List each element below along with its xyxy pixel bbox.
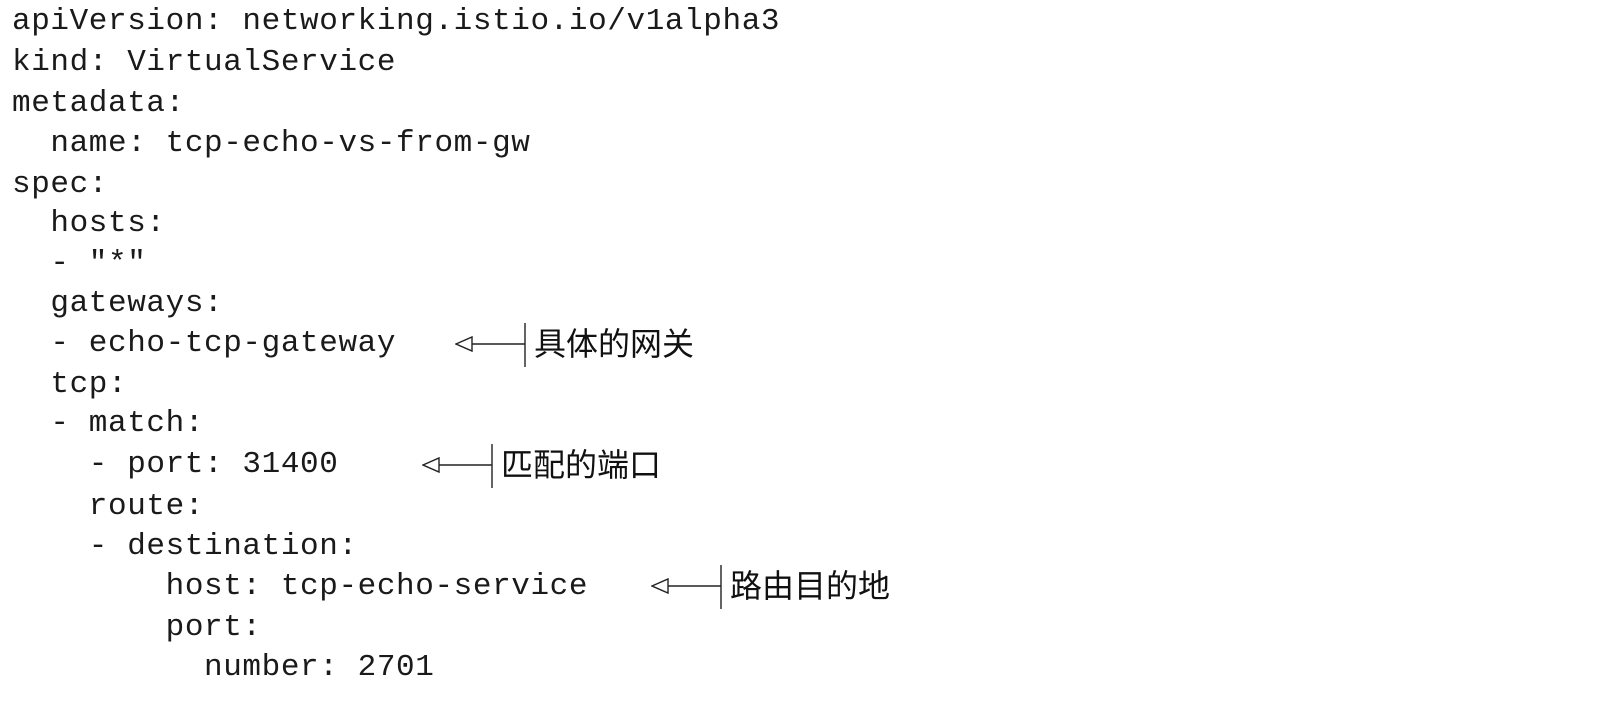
code-line: tcp: — [12, 367, 128, 402]
arrow-left-icon — [422, 444, 493, 488]
code-line: gateways: — [12, 286, 224, 321]
code-line: spec: — [12, 167, 109, 202]
arrow-left-icon — [455, 323, 526, 367]
arrow-left-icon — [651, 565, 722, 609]
code-line: - echo-tcp-gateway — [12, 326, 397, 361]
code-line: - "*" — [12, 246, 147, 281]
gateway-callout: 具体的网关 — [455, 322, 755, 368]
port-callout: 匹配的端口 — [422, 443, 722, 489]
port-annotation: 匹配的端口 — [501, 446, 662, 484]
code-line: hosts: — [12, 206, 166, 241]
code-line: port: — [12, 610, 262, 645]
destination-annotation: 路由目的地 — [730, 567, 891, 605]
code-line: - port: 31400 — [12, 447, 339, 482]
code-line: apiVersion: networking.istio.io/v1alpha3 — [12, 4, 781, 39]
gateway-annotation: 具体的网关 — [534, 325, 695, 363]
code-line: kind: VirtualService — [12, 45, 397, 80]
code-line: host: tcp-echo-service — [12, 569, 589, 604]
destination-callout: 路由目的地 — [651, 564, 951, 610]
code-line: metadata: — [12, 86, 185, 121]
code-line: route: — [12, 489, 205, 524]
code-line: name: tcp-echo-vs-from-gw — [12, 126, 531, 161]
code-line: number: 2701 — [12, 650, 435, 685]
code-line: - destination: — [12, 529, 358, 564]
code-line: - match: — [12, 406, 205, 441]
